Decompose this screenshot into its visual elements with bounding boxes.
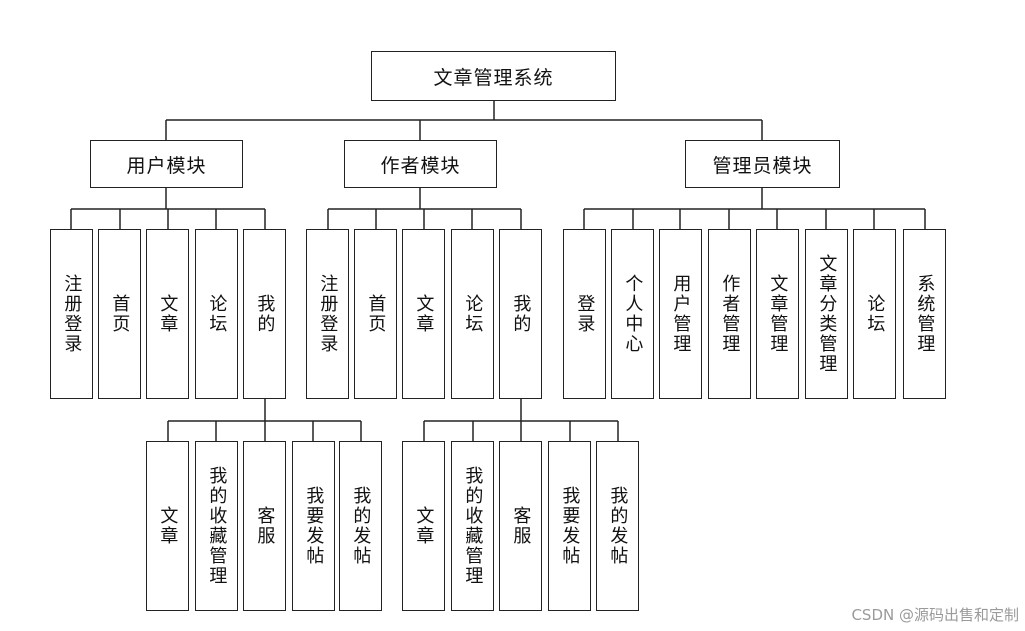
user-my-sub-label: 我要发帖 [303, 486, 325, 566]
user-item-label: 我的 [254, 294, 276, 334]
author-item-label: 首页 [365, 294, 387, 334]
admin-item-label: 用户管理 [670, 274, 692, 354]
user-item-node: 我的 [243, 229, 286, 399]
author-item-node: 论坛 [451, 229, 494, 399]
admin-item-node: 论坛 [853, 229, 896, 399]
user-my-sub-label: 我的发帖 [350, 486, 372, 566]
author-my-sub-label: 文章 [413, 506, 435, 546]
admin-item-label: 论坛 [864, 294, 886, 334]
author-my-sub-label: 我要发帖 [559, 486, 581, 566]
admin-item-node: 文章分类管理 [805, 229, 848, 399]
author-module-label: 作者模块 [380, 154, 461, 177]
author-my-sub-label: 我的发帖 [607, 486, 629, 566]
author-my-sub-label: 客服 [510, 506, 532, 546]
user-module-node: 用户模块 [90, 140, 243, 188]
admin-item-label: 个人中心 [622, 274, 644, 354]
user-item-node: 论坛 [195, 229, 238, 399]
user-my-sub-node: 我的发帖 [339, 441, 382, 611]
admin-item-node: 登录 [563, 229, 606, 399]
user-item-node: 首页 [98, 229, 141, 399]
admin-item-node: 系统管理 [903, 229, 946, 399]
author-my-sub-node: 我的发帖 [596, 441, 639, 611]
admin-module-node: 管理员模块 [685, 140, 840, 188]
author-module-node: 作者模块 [344, 140, 497, 188]
user-my-sub-node: 文章 [146, 441, 189, 611]
root-node: 文章管理系统 [371, 51, 616, 101]
author-my-sub-node: 文章 [402, 441, 445, 611]
root-label: 文章管理系统 [433, 66, 554, 89]
author-my-sub-node: 我的收藏管理 [451, 441, 494, 611]
admin-item-node: 文章管理 [756, 229, 799, 399]
author-my-sub-node: 我要发帖 [548, 441, 591, 611]
admin-item-label: 文章管理 [767, 274, 789, 354]
admin-item-label: 作者管理 [719, 274, 741, 354]
admin-item-node: 作者管理 [708, 229, 751, 399]
user-my-sub-label: 我的收藏管理 [206, 466, 228, 586]
admin-item-node: 个人中心 [611, 229, 654, 399]
author-item-label: 注册登录 [317, 274, 339, 354]
user-item-node: 文章 [146, 229, 189, 399]
author-item-label: 我的 [510, 294, 532, 334]
user-my-sub-label: 文章 [157, 506, 179, 546]
author-item-node: 首页 [354, 229, 397, 399]
admin-module-label: 管理员模块 [712, 154, 813, 177]
admin-item-label: 系统管理 [914, 274, 936, 354]
user-my-sub-node: 我的收藏管理 [195, 441, 238, 611]
user-item-node: 注册登录 [50, 229, 93, 399]
user-item-label: 注册登录 [61, 274, 83, 354]
user-module-label: 用户模块 [126, 154, 207, 177]
admin-item-label: 登录 [574, 294, 596, 334]
admin-item-node: 用户管理 [659, 229, 702, 399]
user-item-label: 论坛 [206, 294, 228, 334]
user-my-sub-node: 客服 [243, 441, 286, 611]
user-item-label: 文章 [157, 294, 179, 334]
watermark-text: CSDN @源码出售和定制 [851, 606, 1019, 624]
admin-item-label: 文章分类管理 [816, 254, 838, 374]
user-my-sub-node: 我要发帖 [292, 441, 335, 611]
author-item-node: 我的 [499, 229, 542, 399]
author-my-sub-node: 客服 [499, 441, 542, 611]
author-item-label: 论坛 [462, 294, 484, 334]
user-my-sub-label: 客服 [254, 506, 276, 546]
author-item-node: 注册登录 [306, 229, 349, 399]
author-my-sub-label: 我的收藏管理 [462, 466, 484, 586]
user-item-label: 首页 [109, 294, 131, 334]
author-item-node: 文章 [402, 229, 445, 399]
author-item-label: 文章 [413, 294, 435, 334]
